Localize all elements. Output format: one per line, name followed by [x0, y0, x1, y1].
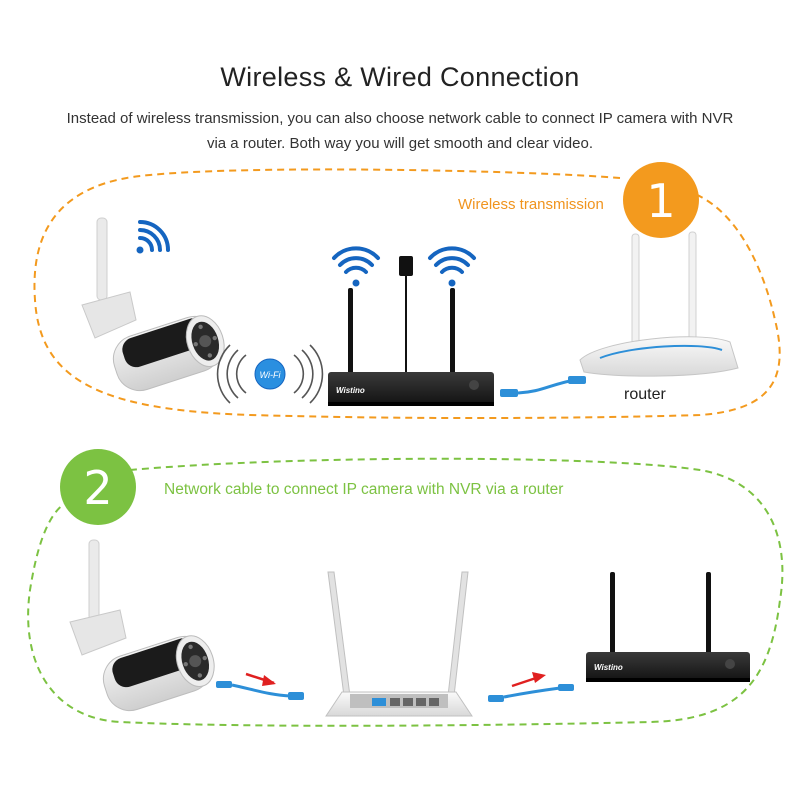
router-1-icon	[579, 231, 739, 377]
wifi-wave-icon: Wi-Fi	[216, 344, 324, 404]
step1-number: 1	[646, 174, 675, 228]
nvr-1-brand: Wistino	[336, 386, 365, 395]
ip-camera-1-icon	[81, 217, 225, 392]
wifi-signal-icon	[136, 220, 170, 254]
router-2-icon	[325, 571, 473, 717]
page-title: Wireless & Wired Connection	[220, 62, 580, 92]
nvr-2-brand: Wistino	[594, 663, 623, 672]
ethernet-cable-1-icon	[500, 376, 586, 397]
section2-dashed-outline	[27, 457, 784, 727]
page-description: Instead of wireless transmission, you ca…	[66, 110, 734, 152]
arrow-right-icon-2	[511, 672, 546, 688]
nvr-1-wifi-left-icon	[332, 246, 380, 287]
step2-number: 2	[83, 461, 112, 515]
section1-dashed-outline	[33, 168, 781, 420]
router-label: router	[624, 386, 666, 403]
ethernet-cable-2-icon	[216, 681, 304, 700]
nvr-1-icon: Wistino	[328, 256, 494, 406]
ethernet-cable-3-icon	[488, 684, 574, 702]
nvr-1-wifi-right-icon	[428, 246, 476, 287]
ip-camera-2-icon	[69, 539, 215, 712]
arrow-right-icon-1	[245, 672, 276, 686]
wifi-badge-label: Wi-Fi	[260, 370, 282, 380]
nvr-2-icon: Wistino	[586, 572, 750, 682]
step2-badge: 2	[60, 449, 136, 525]
section2-label: Network cable to connect IP camera with …	[164, 481, 564, 498]
step1-badge: 1	[623, 162, 699, 238]
section1-label: Wireless transmission	[458, 196, 604, 213]
